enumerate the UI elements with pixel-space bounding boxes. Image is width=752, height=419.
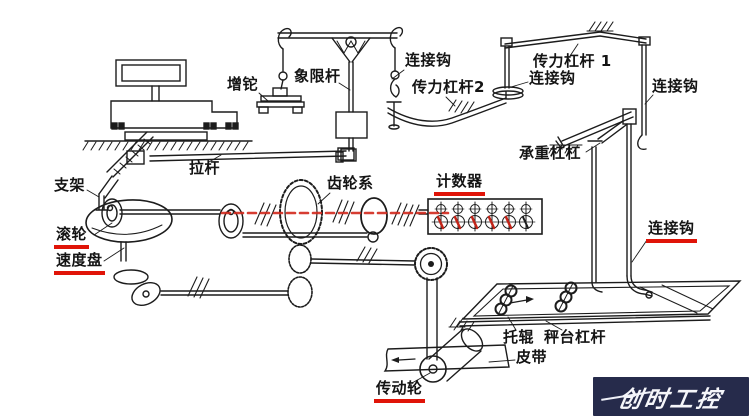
label-lagan: 拉杆: [189, 159, 221, 177]
label-chuandonglun: 传动轮: [376, 380, 423, 403]
quadrant-rod-frame-drawing: [256, 26, 404, 163]
label-chengzhong-ganggang: 承重杠杠: [519, 144, 582, 162]
counter-drawing: [418, 198, 543, 235]
label-lianjiegou-mid: 连接钩: [529, 69, 576, 87]
label-xiangxiangan: 象限杆: [294, 67, 341, 85]
load-lever-drawing: [548, 108, 637, 154]
label-chuanli-ganggan-2: 传力杠杆2: [412, 78, 485, 96]
label-leader-lines: [86, 43, 654, 384]
pull-rod-drawing: [149, 147, 355, 162]
label-tuogun: 托辊: [503, 328, 535, 346]
force-lever-1-frame-drawing: [500, 21, 651, 150]
label-sudupan: 速度盘: [56, 252, 103, 275]
belt-drive-drawing: [310, 246, 510, 383]
label-zhijia: 支架: [54, 176, 86, 194]
label-jishuqi: 计数器: [436, 173, 483, 196]
label-lianjiegou-right: 连接钩: [648, 220, 695, 243]
label-chengtai-ganggan: 秤台杠杆: [544, 328, 607, 346]
watermark-logo-text: 创时工控: [616, 386, 725, 413]
right-connection-rods-drawing: [591, 123, 653, 297]
scale-indicator-drawing: [82, 59, 253, 151]
support-strut-drawing: [95, 131, 154, 211]
label-lianjiegou-right-top: 连接钩: [652, 77, 699, 95]
label-chilunxi: 齿轮系: [327, 174, 374, 192]
force-lever-2-drawing: [387, 86, 524, 127]
label-gunlun: 滚轮: [56, 226, 87, 249]
watermark-logo: 创时工控: [593, 377, 749, 416]
label-chuanli-ganggan-1: 传力杠杆 1: [533, 52, 612, 70]
label-pidai: 皮带: [516, 348, 548, 366]
label-zengtuo: 增铊: [227, 75, 259, 93]
weigh-platform-drawing: [453, 280, 742, 332]
drivetrain-drawing: [85, 179, 420, 308]
label-lianjiegou-top: 连接钩: [405, 51, 452, 69]
